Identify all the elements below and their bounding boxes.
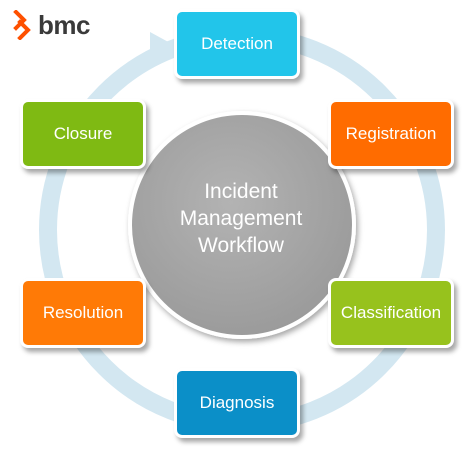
- center-title: Incident Management Workflow: [136, 178, 346, 259]
- step-detection: Detection: [174, 9, 300, 79]
- center-title-line-2: Management: [179, 207, 303, 230]
- center-title-line-3: Workflow: [198, 234, 284, 257]
- bmc-logo: bmc: [12, 10, 90, 40]
- center-title-line-1: Incident: [204, 180, 278, 203]
- step-classification: Classification: [328, 278, 454, 348]
- step-closure: Closure: [20, 99, 146, 169]
- bmc-logo-text: bmc: [38, 10, 90, 40]
- step-registration: Registration: [328, 99, 454, 169]
- bmc-logo-mark-icon: [13, 10, 31, 40]
- step-diagnosis: Diagnosis: [174, 368, 300, 438]
- step-resolution: Resolution: [20, 278, 146, 348]
- center-circle: [128, 111, 356, 339]
- cycle-arrow-icon: [150, 32, 172, 58]
